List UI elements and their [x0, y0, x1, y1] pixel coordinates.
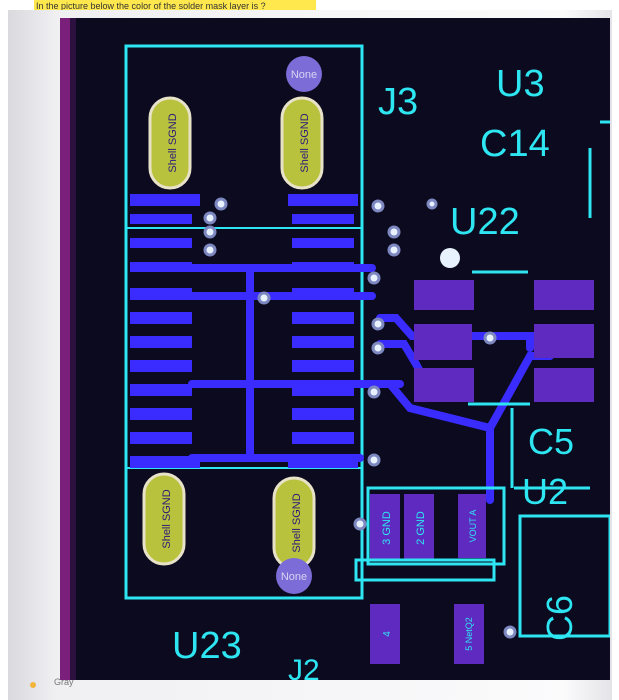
silkscreen-lines [354, 120, 610, 638]
shell-pad-label: Shell SGND [161, 489, 173, 548]
none-pad [286, 56, 322, 92]
answer-label: Gray [54, 677, 74, 687]
designator-j3: J3 [378, 81, 418, 123]
question-text: In the picture below the color of the so… [36, 1, 266, 11]
pin-label-2: 2 GND [415, 511, 427, 545]
board-edge-strip [60, 18, 70, 680]
designator-c5: C5 [528, 421, 574, 462]
designator-u2: U2 [522, 471, 568, 512]
none-pad [276, 558, 312, 594]
pin-label-3: 3 GND [381, 511, 393, 545]
shell-pad-label: Shell SGND [299, 113, 311, 172]
shell-pad: Shell SGND [280, 96, 324, 190]
connector-pins-right [288, 194, 358, 468]
pcb-board-photo: Shell SGND Shell SGND Shell SGND Shell S… [60, 18, 610, 680]
none-pad-label: None [281, 571, 307, 583]
designator-u3: U3 [496, 63, 545, 105]
pcb-layout: Shell SGND Shell SGND Shell SGND Shell S… [60, 18, 610, 680]
shell-pad: Shell SGND [142, 472, 186, 566]
pin-label-5: 5 NetQ2 [464, 617, 474, 651]
copper-traces [188, 264, 554, 504]
pin-label-1: VOUT A [468, 510, 478, 543]
none-pad-label: None [291, 69, 317, 81]
shell-pad: Shell SGND [272, 476, 316, 570]
shell-pad: Shell SGND [148, 96, 192, 190]
smd-pads [370, 280, 594, 664]
question-banner: In the picture below the color of the so… [34, 0, 316, 13]
designator-j2: J2 [288, 654, 320, 680]
designator-c14: C14 [480, 123, 550, 165]
designator-c6: C6 [539, 595, 580, 641]
connector-pins-left [130, 194, 200, 468]
vias [203, 197, 517, 639]
shell-pad-label: Shell SGND [167, 113, 179, 172]
shell-pad-label: Shell SGND [291, 493, 303, 552]
fiducial-dot [440, 248, 460, 268]
designator-u23: U23 [172, 625, 242, 667]
radio-bullet-icon[interactable] [30, 682, 36, 688]
designator-u22: U22 [450, 201, 520, 243]
pin-label-4: 4 [382, 631, 393, 637]
